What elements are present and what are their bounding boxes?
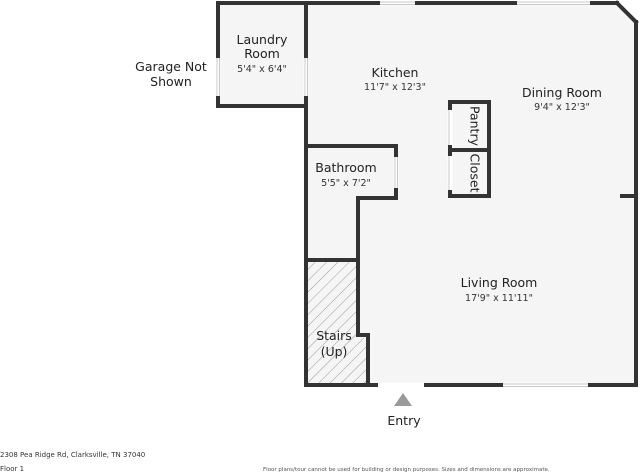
stairs-hatch-bottom: [358, 338, 368, 383]
living-room-label: Living Room: [461, 275, 538, 290]
stairs-label: Stairs: [316, 328, 352, 343]
laundry-room-label: Laundry: [237, 32, 289, 47]
stairs-label-line2: (Up): [321, 344, 348, 359]
dining-room-label: Dining Room: [522, 85, 602, 100]
disclaimer: Floor plans/tour cannot be used for buil…: [263, 467, 550, 473]
garage-note-line2: Shown: [150, 74, 192, 89]
kitchen-label: Kitchen: [372, 65, 419, 80]
bathroom-label: Bathroom: [315, 160, 376, 175]
dining-room-dims: 9'4" x 12'3": [534, 102, 590, 113]
pantry-label: Pantry: [468, 106, 483, 147]
window-panes: [216, 1, 590, 387]
laundry-room-dims: 5'4" x 6'4": [237, 64, 287, 75]
floor-number: Floor 1: [0, 465, 25, 473]
bathroom-dims: 5'5" x 7'2": [321, 178, 371, 189]
kitchen-dims: 11'7" x 12'3": [364, 82, 426, 93]
laundry-room-label-line2: Room: [244, 46, 280, 61]
entry-label: Entry: [387, 413, 421, 428]
openings: [215, 0, 590, 388]
property-address: 2308 Pea Ridge Rd, Clarksville, TN 37040: [0, 451, 146, 459]
entry-arrow-icon: [394, 393, 412, 406]
floor-area: [218, 3, 636, 385]
closet-label: Closet: [468, 154, 483, 193]
living-room-dims: 17'9" x 11'11": [465, 293, 533, 304]
stairs-hatch: [308, 262, 358, 383]
garage-note: Garage Not: [135, 59, 207, 74]
